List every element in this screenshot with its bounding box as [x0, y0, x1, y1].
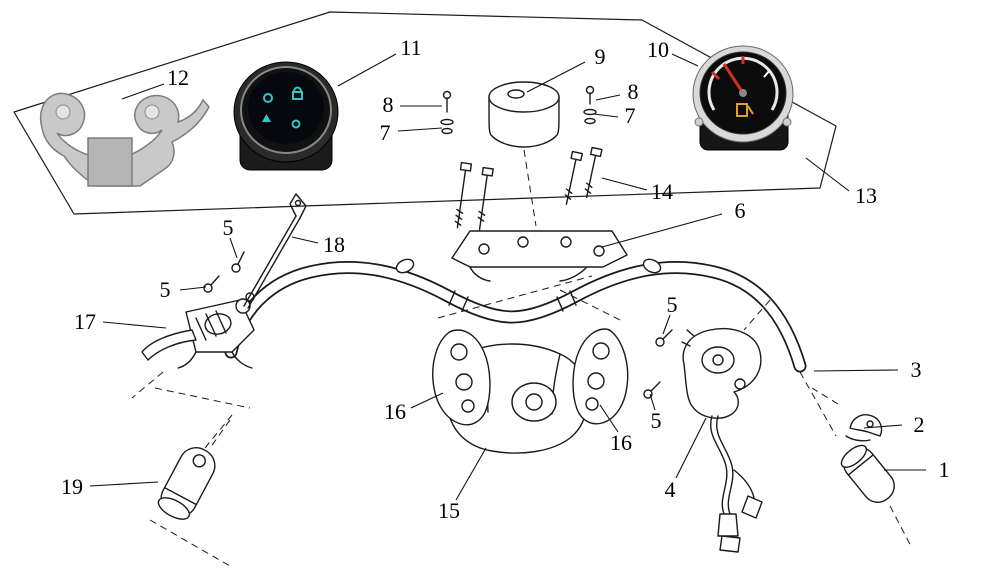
upper-bracket: [451, 230, 628, 282]
callout-19: 19: [61, 474, 83, 499]
callout-1: 1: [938, 457, 950, 482]
callout-5b: 5: [159, 277, 171, 302]
wire-connector: [717, 513, 739, 537]
fuel-pump-icon: [736, 103, 748, 117]
arrow-indicator-icon: [262, 114, 271, 122]
leader-13: [805, 157, 850, 192]
throttle-switch-housing: [681, 327, 763, 553]
photo-panel-outline: [13, 11, 837, 215]
callout-16b: 16: [610, 430, 632, 455]
callout-12: 12: [167, 65, 189, 90]
mounting-bolts: [454, 146, 603, 231]
leader-9: [526, 61, 586, 93]
callout-15: 15: [438, 498, 460, 523]
callout-14: 14: [651, 179, 673, 204]
leader-16b: [599, 404, 619, 433]
callout-4: 4: [664, 477, 676, 502]
wire-connector: [719, 535, 741, 553]
leader-19: [89, 481, 159, 487]
gauge-needle: [722, 63, 745, 94]
callout-18: 18: [323, 232, 345, 257]
right-switch-cover: [572, 328, 629, 425]
indicator-icon: [291, 119, 301, 129]
leader-10: [671, 53, 699, 67]
callout-9: 9: [594, 44, 606, 69]
screw-washer-right: [583, 85, 597, 125]
leader-18: [291, 236, 319, 244]
callout-5c: 5: [666, 292, 678, 317]
leader-17: [102, 321, 167, 329]
indicator-cluster-photo: [233, 61, 339, 171]
instrument-pod: [488, 81, 560, 148]
handlebar-tube: [224, 258, 807, 373]
cable-rod: [243, 193, 307, 309]
left-grip: [157, 447, 216, 520]
bracket-photo: [39, 92, 210, 187]
callout-13: 13: [855, 183, 877, 208]
leader-7a: [397, 127, 443, 132]
small-clamp-parts: [845, 414, 883, 442]
leader-15: [455, 447, 487, 501]
lock-icon-shackle: [293, 86, 302, 93]
screw-5c: [655, 329, 673, 347]
screw-5d: [643, 381, 661, 399]
callout-10: 10: [647, 37, 669, 62]
leader-11: [337, 53, 397, 87]
leader-16a: [410, 392, 444, 409]
right-grip: [840, 444, 895, 503]
fuel-gauge-photo: [692, 45, 794, 151]
leader-8b: [595, 94, 621, 101]
leader-12: [121, 83, 165, 100]
callout-7b: 7: [624, 103, 636, 128]
callout-5d: 5: [650, 408, 662, 433]
callout-16a: 16: [384, 399, 406, 424]
leader-lines: [89, 53, 926, 501]
leader-6: [601, 213, 723, 248]
construction-lines: [131, 149, 913, 567]
leader-14: [601, 177, 648, 191]
callout-8b: 8: [627, 79, 639, 104]
leader-5c: [662, 314, 671, 335]
callout-2: 2: [913, 412, 925, 437]
callout-11: 11: [400, 35, 422, 60]
left-switch-cover: [432, 329, 491, 426]
callout-6: 6: [734, 198, 746, 223]
callout-5a: 5: [222, 215, 234, 240]
callout-17: 17: [74, 309, 96, 334]
leader-4: [675, 417, 707, 479]
callout-8a: 8: [382, 92, 394, 117]
indicator-icon: [263, 93, 273, 103]
leader-2: [863, 424, 903, 429]
leader-3: [813, 369, 899, 372]
screw-washer-left: [440, 90, 454, 135]
callout-7a: 7: [379, 120, 391, 145]
leader-5d: [649, 393, 656, 411]
brake-lever-assembly: [141, 292, 255, 369]
wire-connector: [741, 495, 763, 519]
leader-5b: [179, 286, 207, 291]
leader-5a: [229, 237, 238, 259]
lock-icon: [292, 91, 303, 100]
screw-5b: [203, 275, 220, 293]
callout-3: 3: [910, 357, 922, 382]
screw-5a: [231, 251, 245, 273]
leader-7b: [593, 113, 619, 118]
